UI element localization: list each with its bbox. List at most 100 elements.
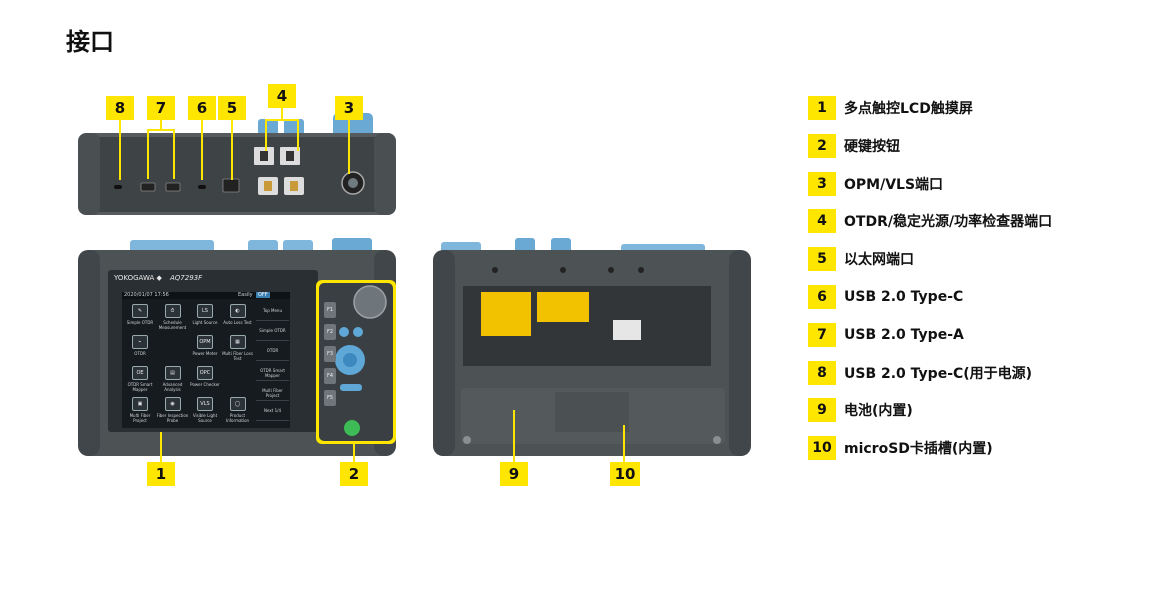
app-tile-label: Multi Fiber Loss Test [222,351,253,361]
app-tile-icon: OPC [197,366,213,380]
app-tile[interactable]: VLS Visible Light Source [189,395,221,425]
legend-item: 4 OTDR/稳定光源/功率检查器端口 [808,208,1052,234]
app-tile-label: Advanced Analysis [162,382,183,392]
side-menu-item[interactable]: OTDR [256,342,289,361]
app-tile-icon: VLS [197,397,213,411]
status-bar: 2020/01/07 17:56 Easily OFF [122,292,290,299]
legend-number: 4 [808,209,836,234]
callout-6: 6 [188,96,216,120]
legend-number: 7 [808,322,836,347]
app-tile-label: OTDR [134,351,146,356]
app-tile[interactable]: ◐ Auto Loss Test [222,302,254,332]
device-front-view: YOKOGAWA ◆ AQ7293F 2020/01/07 17:56 Easi… [78,236,398,458]
function-key[interactable]: F3 [324,346,336,362]
app-tile-label: Light Source [192,320,218,325]
status-datetime: 2020/01/07 17:56 [124,292,169,298]
model-name: AQ7293F [170,274,203,282]
side-menu-item[interactable]: Top Menu [256,302,289,321]
legend-number: 8 [808,360,836,385]
side-menu-item[interactable]: OTDR Smart Mapper [256,362,289,381]
usb-a-port-2 [165,182,181,192]
status-badge: OFF [256,292,270,298]
usb-c-port [198,185,206,189]
app-tile-icon: ▣ [132,397,148,411]
callout-4: 4 [268,84,296,108]
app-tile[interactable]: ◯ Product Information [222,395,254,425]
app-tile-icon: ⌁ [132,335,148,349]
legend-label: OTDR/稳定光源/功率检查器端口 [844,214,1053,231]
callout-line [265,119,267,151]
app-tile[interactable]: ▤Advanced Analysis [157,364,189,394]
callout-3: 3 [335,96,363,120]
legend-item: 8 USB 2.0 Type-C(用于电源) [808,360,1032,386]
app-tile-label: Auto Loss Test [223,320,252,325]
usb-a-port-1 [140,182,156,192]
app-tile-icon: ◐ [229,304,246,318]
app-tile-icon: ✎ [132,304,148,318]
app-tile[interactable]: ▦ Multi Fiber Loss Test [222,333,254,363]
callout-line [297,119,299,151]
legend-number: 3 [808,171,836,196]
app-tile-label: Product Information [225,413,250,423]
app-tile-icon: ⏱ [164,304,181,318]
app-tile-icon: OE [132,366,148,380]
touch-screen[interactable]: 2020/01/07 17:56 Easily OFF ✎Simple OTDR… [122,292,290,428]
callout-5: 5 [218,96,246,120]
usb-c-power-port [114,185,122,189]
callout-line [623,425,625,462]
function-key[interactable]: F4 [324,368,336,384]
callout-line [231,118,233,180]
side-menu-item[interactable]: Simple OTDR [256,322,289,341]
function-key[interactable]: F5 [324,390,336,406]
app-tile-label: Fiber Inspection Probe [156,413,189,423]
app-tile-grid: ✎Simple OTDR ⏱ Schedule Measurement LS Light… [124,302,254,426]
app-tile[interactable]: ◉Fiber Inspection Probe [157,395,189,425]
app-tile[interactable]: ⏱ Schedule Measurement [157,302,189,332]
app-tile[interactable]: OPM Power Meter [189,333,221,363]
callout-1: 1 [147,462,175,486]
app-tile[interactable]: ▣ Multi Fiber Project [124,395,156,425]
page-title: 接口 [66,28,114,56]
function-key[interactable]: F2 [324,324,336,340]
callout-line [147,129,175,131]
app-tile[interactable]: ⌁ OTDR [124,333,156,363]
app-tile-icon: LS [197,304,213,318]
device-top-view [78,113,396,215]
legend-label: 电池(内置) [844,403,913,420]
rotary-knob [353,285,387,319]
app-tile-icon: OPM [197,335,213,349]
app-tile[interactable]: LS Light Source [189,302,221,332]
callout-line [513,410,515,462]
app-tile-label: Multi Fiber Project [129,413,151,423]
callout-10: 10 [610,462,640,486]
device-back-view [433,238,751,456]
side-menu-item[interactable]: Multi Fiber Project [256,382,289,401]
app-tile-label: Schedule Measurement [158,320,187,330]
side-menu-item[interactable]: Next 1/4 [256,402,289,421]
callout-line [348,118,350,174]
app-tile-icon: ◯ [229,397,246,411]
legend-label: USB 2.0 Type-C(用于电源) [844,365,1033,382]
legend-label: 硬键按钮 [844,138,900,155]
app-tile-icon: ▦ [229,335,246,349]
app-tile[interactable]: ✎Simple OTDR [124,302,156,332]
app-tile-label: Visible Light Source [192,413,218,423]
function-key[interactable]: F1 [324,302,336,318]
ethernet-port [222,178,240,193]
app-tile[interactable]: OPC Power Checker [189,364,221,394]
app-tile-label: Power Checker [190,382,220,387]
callout-line [201,118,203,180]
callout-line [281,106,283,120]
legend-label: microSD卡插槽(内置) [844,441,993,458]
legend-label: 多点触控LCD触摸屏 [844,101,973,117]
callout-line [353,444,355,462]
app-tile-label: Power Meter [192,351,218,356]
